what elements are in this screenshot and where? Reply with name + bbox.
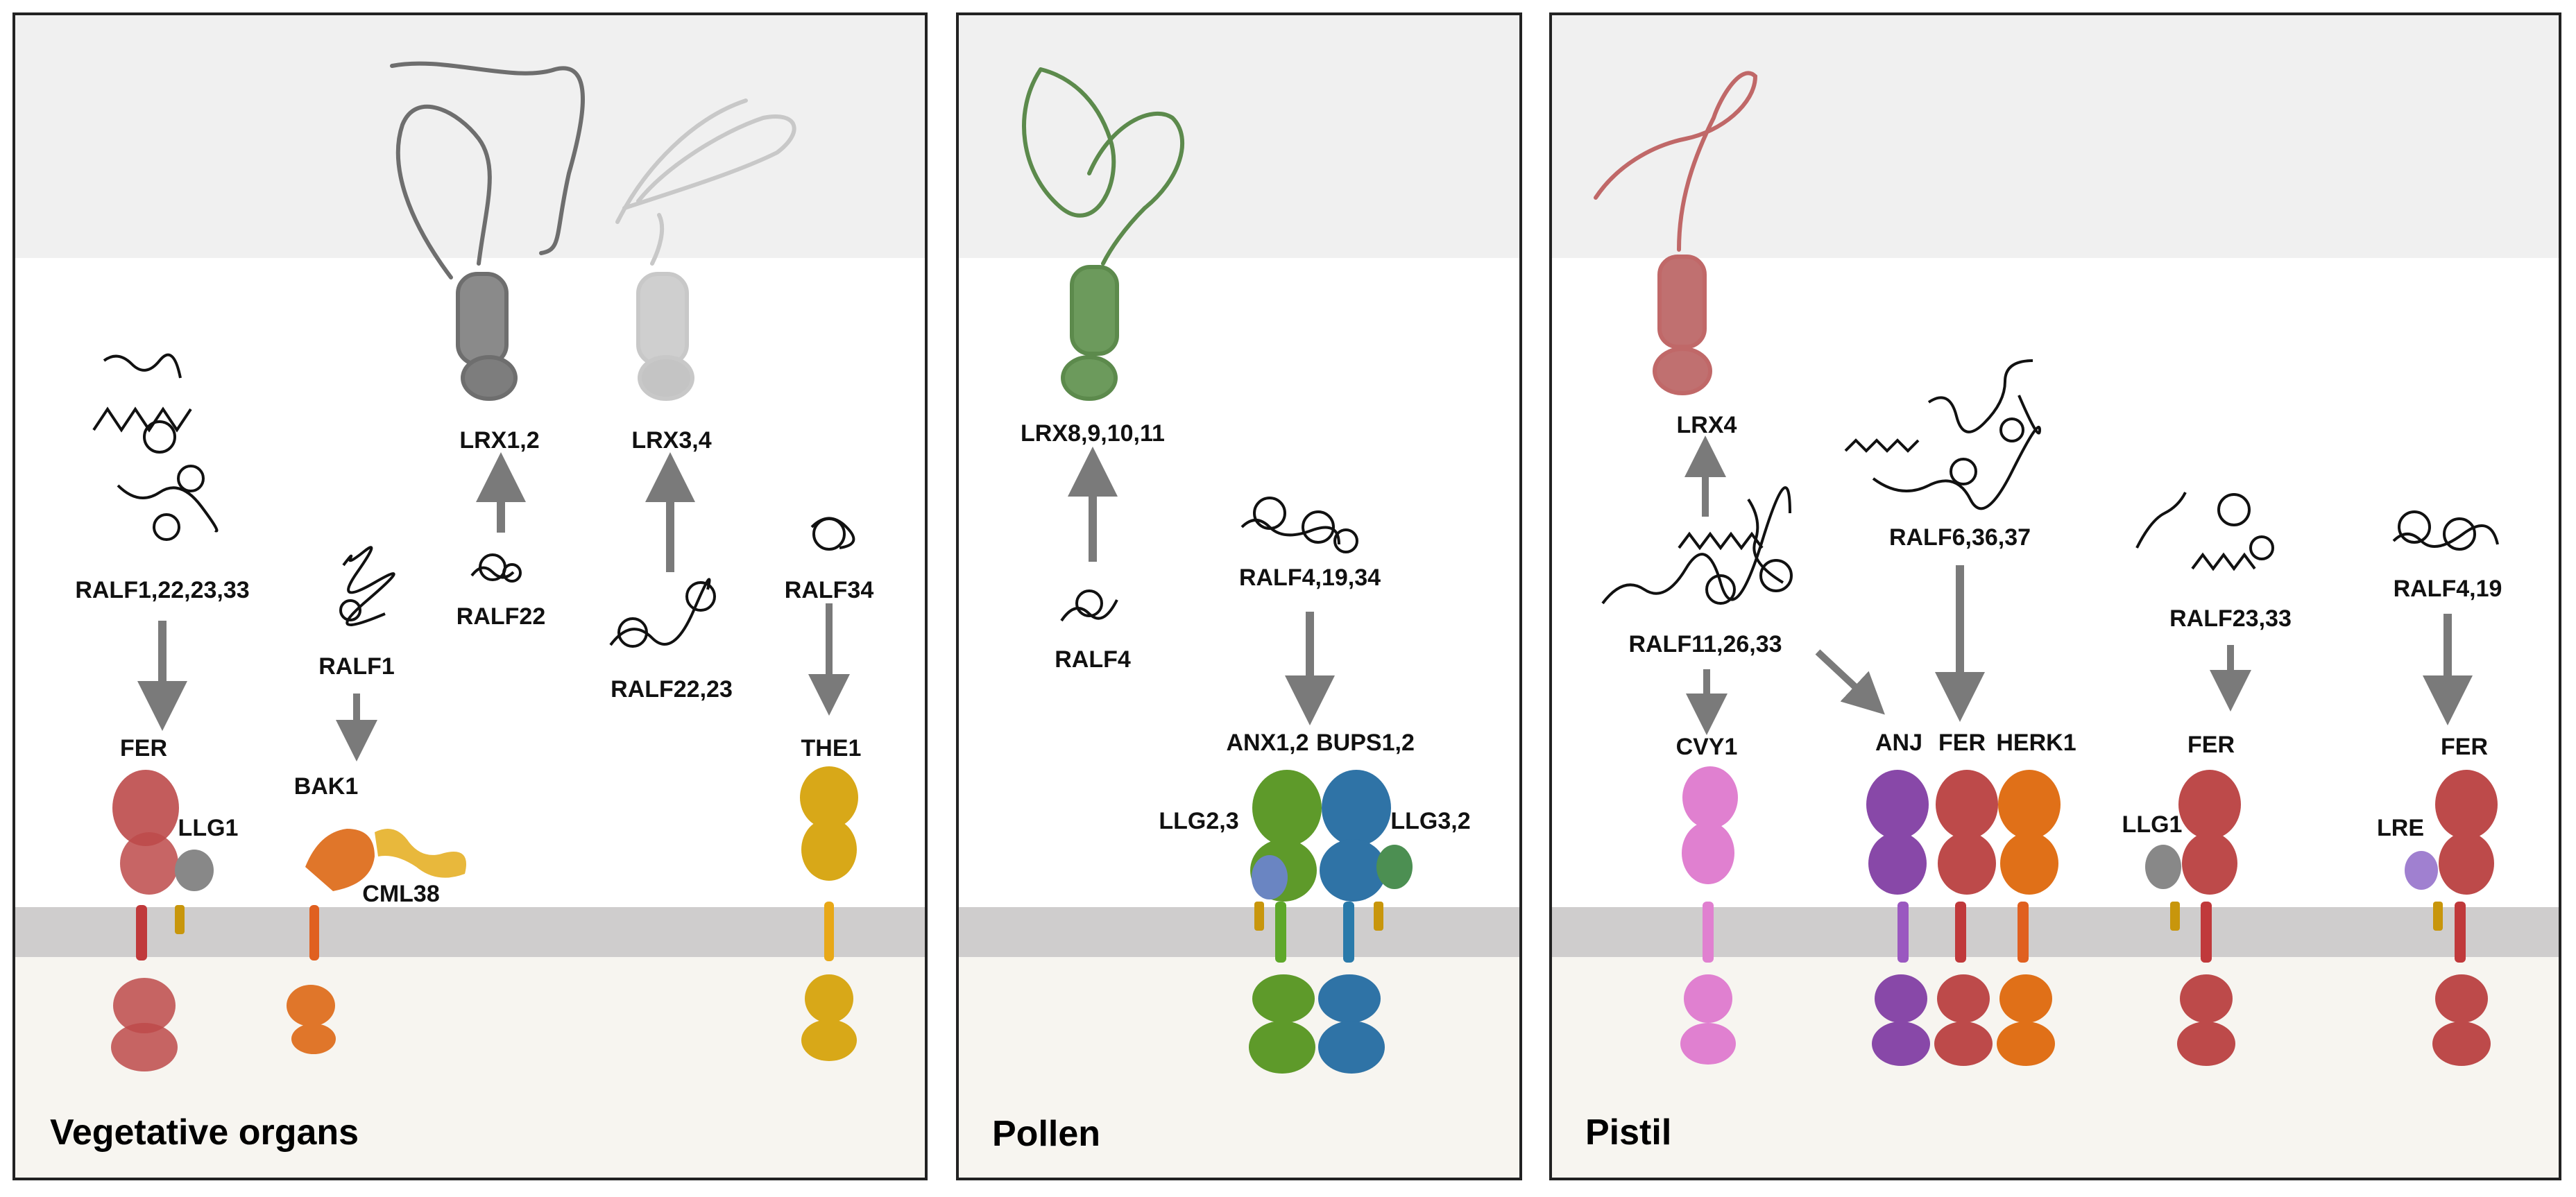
panel-title-pollen: Pollen (992, 1114, 1100, 1154)
bups-receptor-icon (1318, 770, 1391, 1074)
ralf6-36-37-peptide-icon (1844, 359, 2042, 510)
label-ralf1-22-23-33: RALF1,22,23,33 (75, 577, 249, 603)
panel-title-vegetative: Vegetative organs (50, 1112, 359, 1153)
ralf34-peptide-icon (810, 517, 855, 551)
label-llg1: LLG1 (2122, 811, 2183, 838)
label-bak1: BAK1 (294, 773, 359, 800)
llg1-icon (2145, 845, 2181, 931)
plasma-membrane (14, 907, 926, 957)
bak1-receptor-icon (287, 829, 375, 1054)
llg23-icon (1252, 855, 1288, 931)
panel-vegetative: LRX1,2 LRX3,4 RALF22 RALF22,23 RALF1,22,… (12, 12, 928, 1180)
cvy1-receptor-icon (1680, 766, 1738, 1065)
label-the1: THE1 (801, 735, 862, 761)
label-ralf2223: RALF22,23 (611, 676, 733, 703)
label-ralf4-19: RALF4,19 (2394, 576, 2502, 602)
lre-icon (2405, 851, 2443, 931)
lrx4-structure-icon (1594, 71, 1758, 395)
label-ralf11-26-33: RALF11,26,33 (1628, 631, 1782, 657)
lrx34-structure-icon (615, 98, 796, 401)
panel-border (12, 12, 928, 1180)
the1-receptor-icon (800, 766, 858, 1061)
llg1-icon (175, 850, 214, 934)
label-fer: FER (120, 735, 167, 761)
label-lrx4: LRX4 (1677, 412, 1737, 438)
ralf23-33-peptide-icon (2135, 492, 2274, 571)
fer-receptor-icon (111, 770, 179, 1071)
lrx12-structure-icon (390, 61, 585, 401)
label-fer-2: FER (2187, 732, 2235, 758)
panel-title-pistil: Pistil (1585, 1112, 1671, 1153)
label-anx: ANX1,2 (1226, 730, 1308, 756)
label-fer: FER (1938, 730, 1986, 756)
label-llg1: LLG1 (178, 815, 239, 841)
plasma-membrane (957, 907, 1521, 957)
outer-band (1551, 14, 2560, 258)
label-ralf23-33: RALF23,33 (2169, 605, 2292, 632)
label-lrx8-11: LRX8,9,10,11 (1021, 420, 1165, 447)
cml38-icon (375, 829, 466, 878)
ralf4-peptide-icon (1060, 589, 1118, 622)
label-ralf4-19-34: RALF4,19,34 (1239, 565, 1381, 591)
ralf11-26-33-peptide-icon (1601, 486, 1793, 605)
fer-receptor-icon-2 (2177, 770, 2241, 1066)
arrow-ralf-to-anj (1815, 649, 1885, 715)
label-anj: ANJ (1875, 730, 1922, 756)
label-cvy1: CVY1 (1676, 734, 1738, 760)
label-lrx34: LRX3,4 (631, 427, 711, 454)
ralf1-peptide-icon (339, 546, 395, 626)
label-ralf1: RALF1 (318, 653, 395, 680)
ralf22-peptide-icon (470, 553, 522, 583)
fer-receptor-icon-3 (2432, 770, 2498, 1066)
panel-border (1549, 12, 2561, 1180)
ralf2223-peptide-icon (609, 578, 716, 648)
ralf4-19-34-peptide-icon (1240, 497, 1358, 553)
label-ralf22: RALF22 (457, 603, 545, 630)
fer-receptor-icon (1934, 770, 1998, 1066)
plasma-membrane (1551, 907, 2560, 957)
label-ralf34: RALF34 (785, 577, 874, 603)
label-herk1: HERK1 (1996, 730, 2076, 756)
ralf1-22-23-33-peptide-icon (92, 353, 219, 541)
label-lrx12: LRX1,2 (459, 427, 539, 454)
outer-band (14, 14, 926, 258)
label-fer-3: FER (2441, 734, 2488, 760)
anj-receptor-icon (1866, 770, 1930, 1066)
label-cml38: CML38 (362, 881, 439, 907)
panel-pistil: LRX4 RALF11,26,33 RALF6,36,37 RALF23,33 … (1549, 12, 2561, 1180)
llg32-icon (1374, 845, 1413, 931)
cytoplasm (957, 957, 1521, 1179)
label-llg32: LLG3,2 (1390, 808, 1470, 834)
lrx8-11-structure-icon (1022, 67, 1184, 401)
herk1-receptor-icon (1997, 770, 2061, 1066)
ralf4-19-pistil-peptide-icon (2392, 510, 2499, 551)
outer-band (957, 14, 1521, 258)
panel-border (956, 12, 1522, 1180)
panel-pollen: LRX8,9,10,11 RALF4 RALF4,19,34 ANX1,2 BU… (956, 12, 1522, 1180)
anx-receptor-icon (1249, 770, 1322, 1074)
extracellular-space (957, 258, 1521, 907)
label-bups: BUPS1,2 (1316, 730, 1415, 756)
label-lre: LRE (2377, 815, 2424, 841)
label-ralf4: RALF4 (1055, 646, 1131, 673)
label-ralf6-36-37: RALF6,36,37 (1889, 524, 2031, 551)
label-llg23: LLG2,3 (1159, 808, 1238, 834)
